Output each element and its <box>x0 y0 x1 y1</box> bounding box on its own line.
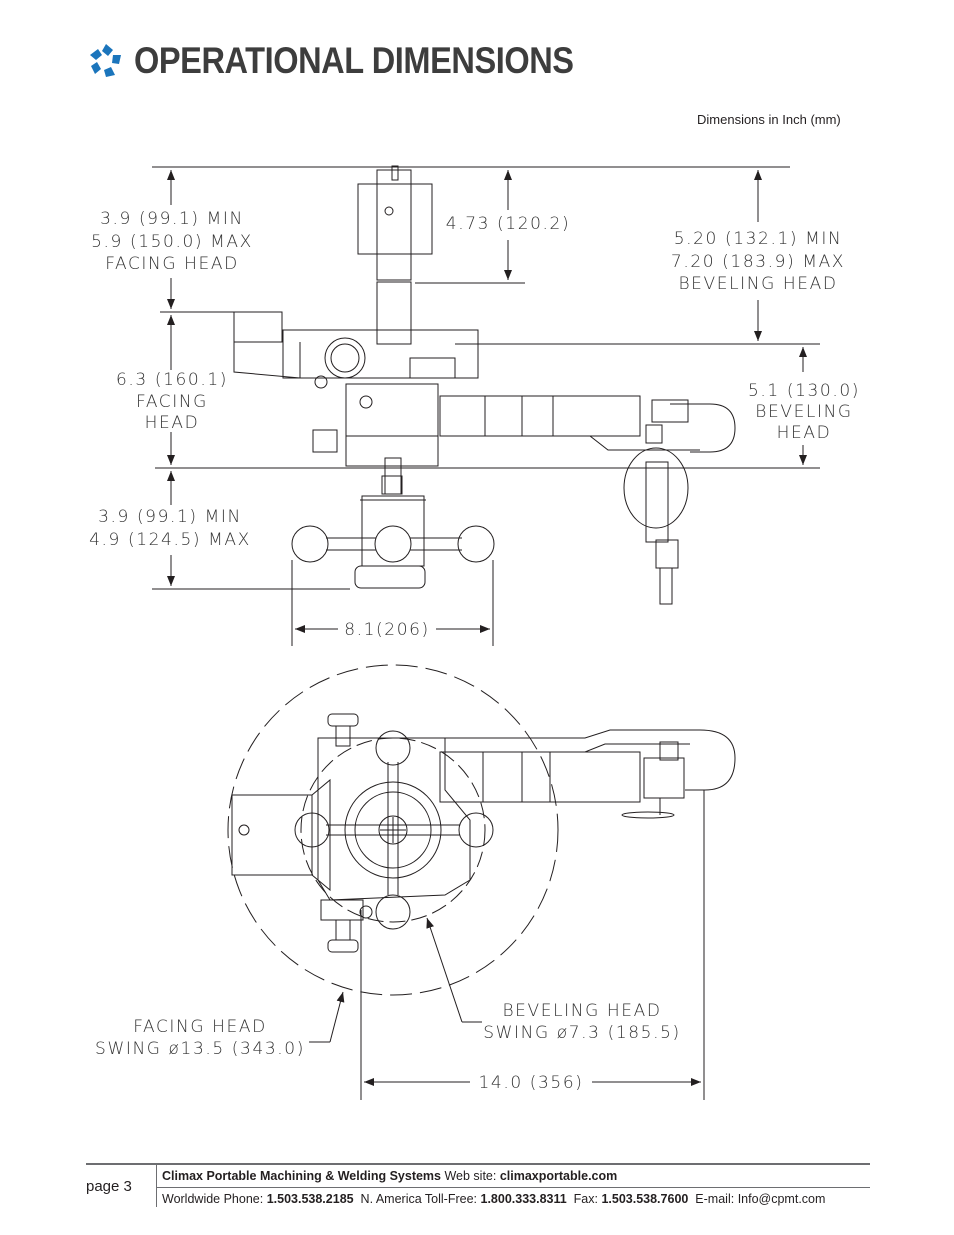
facing-swing-label-1: FACING HEAD <box>133 1017 267 1037</box>
footer-rule-mid <box>157 1187 870 1188</box>
beveling-head-max-label: 7.20 (183.9) MAX <box>671 252 845 272</box>
footer-contact-line: Worldwide Phone: 1.503.538.2185 N. Ameri… <box>162 1192 825 1206</box>
side-view <box>152 165 820 646</box>
side-view-labels: 3.9 (99.1) MIN 5.9 (150.0) MAX FACING HE… <box>89 209 860 640</box>
phone-number: 1.503.538.2185 <box>266 1192 354 1206</box>
footer-company-line: Climax Portable Machining & Welding Syst… <box>162 1169 617 1183</box>
beveling-body-label-1: BEVELING <box>755 402 852 422</box>
email-label: E-mail: <box>695 1192 735 1206</box>
web-link[interactable]: climaxportable.com <box>499 1169 618 1183</box>
handle-width-label: 8.1(206) <box>344 620 430 640</box>
fax-number: 1.503.538.7600 <box>601 1192 689 1206</box>
overall-length-label: 14.0 (356) <box>479 1073 584 1093</box>
tollfree-number: 1.800.333.8311 <box>480 1192 567 1206</box>
lower-max-label: 4.9 (124.5) MAX <box>89 530 251 550</box>
facing-body-label-2: HEAD <box>145 413 200 433</box>
head-height-label: 4.73 (120.2) <box>446 214 570 234</box>
beveling-head-min-label: 5.20 (132.1) MIN <box>674 229 843 249</box>
page-header: OPERATIONAL DIMENSIONS <box>86 36 634 86</box>
fax-label: Fax: <box>573 1192 598 1206</box>
climax-logo-icon <box>90 44 121 77</box>
company-name: Climax Portable Machining & Welding Syst… <box>162 1169 441 1183</box>
tollfree-label: N. America Toll-Free: <box>360 1192 478 1206</box>
facing-swing-label-2: SWING ø13.5 (343.0) <box>95 1039 305 1059</box>
phone-label: Worldwide Phone: <box>162 1192 264 1206</box>
footer-rule <box>86 1163 870 1165</box>
beveling-body-dim-label: 5.1 (130.0) <box>748 381 860 401</box>
beveling-swing-label-1: BEVELING HEAD <box>502 1001 661 1021</box>
web-label: Web site: <box>444 1169 497 1183</box>
lower-min-label: 3.9 (99.1) MIN <box>98 507 242 527</box>
email-address[interactable]: Info@cpmt.com <box>737 1192 826 1206</box>
top-view <box>227 664 736 1100</box>
facing-head-label: FACING HEAD <box>105 254 239 274</box>
units-note: Dimensions in Inch (mm) <box>697 112 841 127</box>
page-number: page 3 <box>86 1178 132 1195</box>
page-title: OPERATIONAL DIMENSIONS <box>134 40 574 81</box>
beveling-body-label-2: HEAD <box>777 423 832 443</box>
facing-head-max-label: 5.9 (150.0) MAX <box>91 232 253 252</box>
top-view-labels: FACING HEAD SWING ø13.5 (343.0) BEVELING… <box>95 1001 680 1093</box>
beveling-head-label: BEVELING HEAD <box>678 274 837 294</box>
facing-body-label-1: FACING <box>136 392 208 412</box>
footer-divider <box>156 1163 157 1207</box>
facing-body-dim-label: 6.3 (160.1) <box>116 370 228 390</box>
beveling-swing-label-2: SWING ø7.3 (185.5) <box>483 1023 680 1043</box>
facing-head-min-label: 3.9 (99.1) MIN <box>100 209 244 229</box>
